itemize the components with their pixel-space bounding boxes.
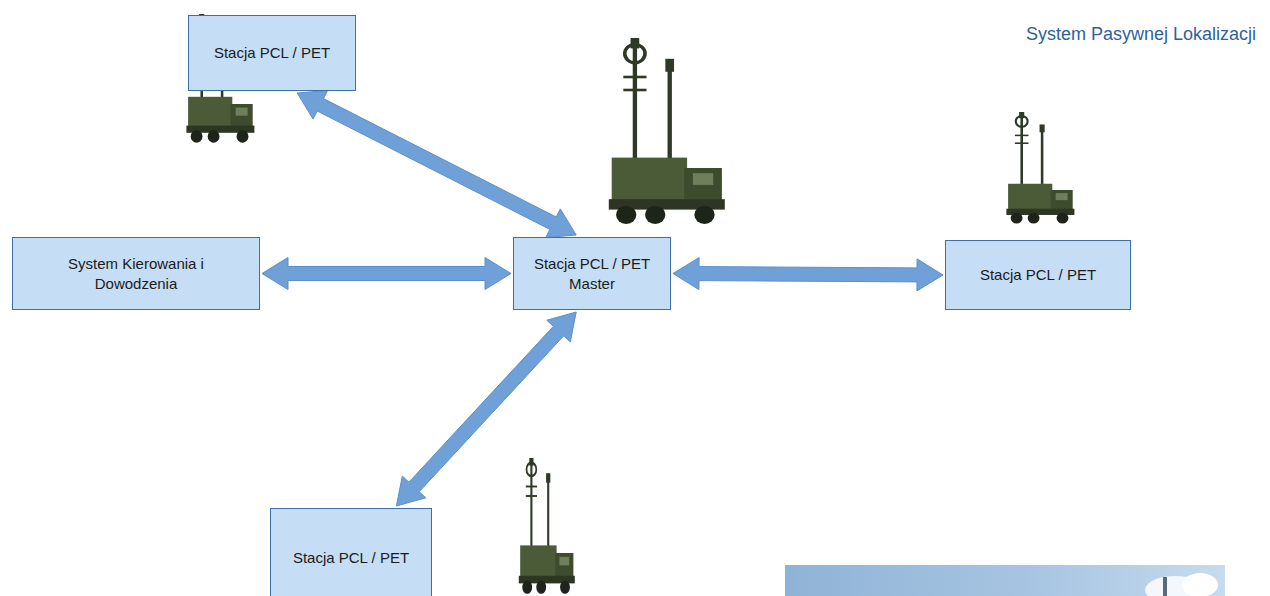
- box-text-group: Stacja PCL / PET: [980, 265, 1096, 285]
- box-text-group: System Kierowania i Dowodzenia: [51, 254, 221, 293]
- station-box: Stacja PCL / PET Master: [513, 237, 671, 310]
- station-box: Stacja PCL / PET: [188, 15, 356, 91]
- box-label: Stacja PCL / PET: [214, 43, 330, 63]
- station-box: Stacja PCL / PET: [945, 240, 1131, 310]
- box-label: Stacja PCL / PET: [980, 265, 1096, 285]
- box-text-group: Stacja PCL / PET: [293, 548, 409, 568]
- box-text-group: Stacja PCL / PET Master: [530, 254, 655, 293]
- box-text-group: Stacja PCL / PET: [214, 43, 330, 63]
- radar-truck: [519, 458, 575, 594]
- diagram-title: System Pasywnej Lokalizacji: [1026, 24, 1256, 45]
- block-arrow: [262, 258, 511, 290]
- station-box: Stacja PCL / PET: [270, 508, 432, 596]
- block-arrow: [673, 258, 943, 291]
- radar-truck: [609, 38, 725, 224]
- box-label: Stacja PCL / PET: [293, 548, 409, 568]
- block-arrow: [297, 91, 576, 238]
- block-arrow: [396, 312, 576, 506]
- box-label: System Kierowania i Dowodzenia: [51, 254, 221, 293]
- station-box: System Kierowania i Dowodzenia: [12, 237, 260, 310]
- radar-truck: [1006, 112, 1074, 224]
- sky-photo: [785, 565, 1225, 596]
- box-label: Stacja PCL / PET Master: [530, 254, 655, 293]
